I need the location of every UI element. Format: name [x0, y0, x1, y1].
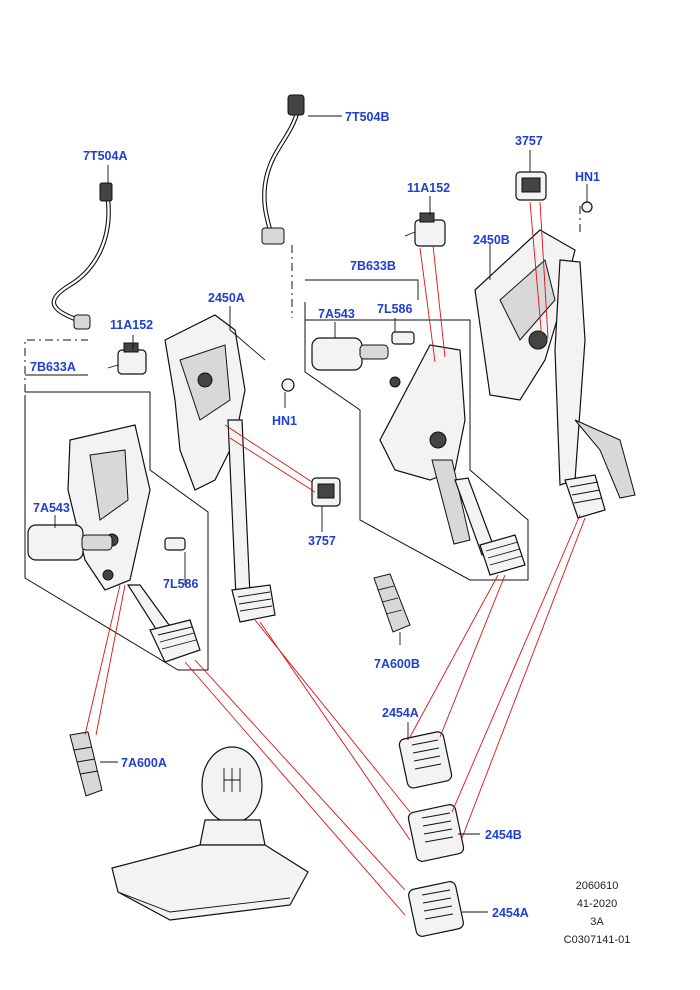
dash-left — [24, 339, 88, 392]
group-box-right — [304, 302, 529, 581]
label-hn1-right: HN1 — [575, 170, 600, 184]
bolt-7l586-right — [391, 331, 415, 345]
ref-line-3: 3A — [590, 916, 604, 928]
label-7a543-right: 7A543 — [318, 307, 355, 321]
label-7a600a: 7A600A — [121, 756, 167, 770]
pedal-pad-2454a-bottom — [408, 881, 464, 937]
label-2450a: 2450A — [208, 291, 245, 305]
label-hn1-mid: HN1 — [272, 414, 297, 428]
boot-7a600a — [69, 731, 103, 797]
label-7l586-right: 7L586 — [377, 302, 412, 316]
label-7t504b: 7T504B — [345, 110, 389, 124]
label-7b633b: 7B633B — [350, 259, 396, 273]
hose-7t504b — [261, 94, 305, 245]
clutch-pedal-left — [126, 584, 201, 663]
pedal-pad-2454b — [407, 804, 465, 862]
sensor-3757-mid — [311, 477, 341, 507]
label-3757-top: 3757 — [515, 134, 543, 148]
pedal-box-right-group — [379, 344, 466, 481]
bolt-7l586-left — [164, 537, 186, 551]
gear-shift-boot — [111, 844, 309, 921]
label-2454b: 2454B — [485, 828, 522, 842]
pedal-box-2450b — [474, 229, 576, 401]
master-cylinder-7a543-right — [311, 337, 401, 388]
label-2454a-top: 2454A — [382, 706, 419, 720]
brake-pedal-mid — [227, 419, 276, 623]
label-3757-mid: 3757 — [308, 534, 336, 548]
nut-hn1-mid — [281, 378, 295, 392]
pedal-pad-2454a-top — [398, 731, 453, 789]
accelerator-pedal — [554, 259, 636, 519]
pedal-box-2450a — [164, 314, 246, 491]
group-box-left — [24, 391, 209, 671]
switch-11a152-left — [107, 342, 147, 375]
boot-7a600b — [373, 573, 411, 633]
label-2454a-bottom: 2454A — [492, 906, 529, 920]
gear-shift-knob — [199, 746, 266, 846]
label-7l586-left: 7L586 — [163, 577, 198, 591]
label-2450b: 2450B — [473, 233, 510, 247]
label-11a152-right: 11A152 — [407, 181, 450, 195]
switch-11a152-right — [404, 212, 446, 247]
ref-line-4: C0307141-01 — [564, 934, 631, 946]
leader-lines — [25, 115, 588, 913]
clutch-pedal-right — [454, 477, 526, 576]
master-cylinder-7a543-left — [27, 524, 114, 581]
label-7a543-left: 7A543 — [33, 501, 70, 515]
label-7a600b: 7A600B — [374, 657, 420, 671]
nut-hn1-right — [581, 201, 593, 213]
label-11a152-left: 11A152 — [110, 318, 153, 332]
ref-line-2: 41-2020 — [577, 898, 617, 910]
callout-lines — [84, 201, 586, 916]
boot-7a600b-installed — [431, 459, 471, 545]
label-7b633a: 7B633A — [30, 360, 76, 374]
hose-7t504a — [51, 182, 113, 330]
label-7t504a: 7T504A — [83, 149, 127, 163]
pedal-box-left — [67, 424, 151, 591]
ref-line-1: 2060610 — [576, 880, 619, 892]
sensor-3757-top — [515, 171, 547, 201]
